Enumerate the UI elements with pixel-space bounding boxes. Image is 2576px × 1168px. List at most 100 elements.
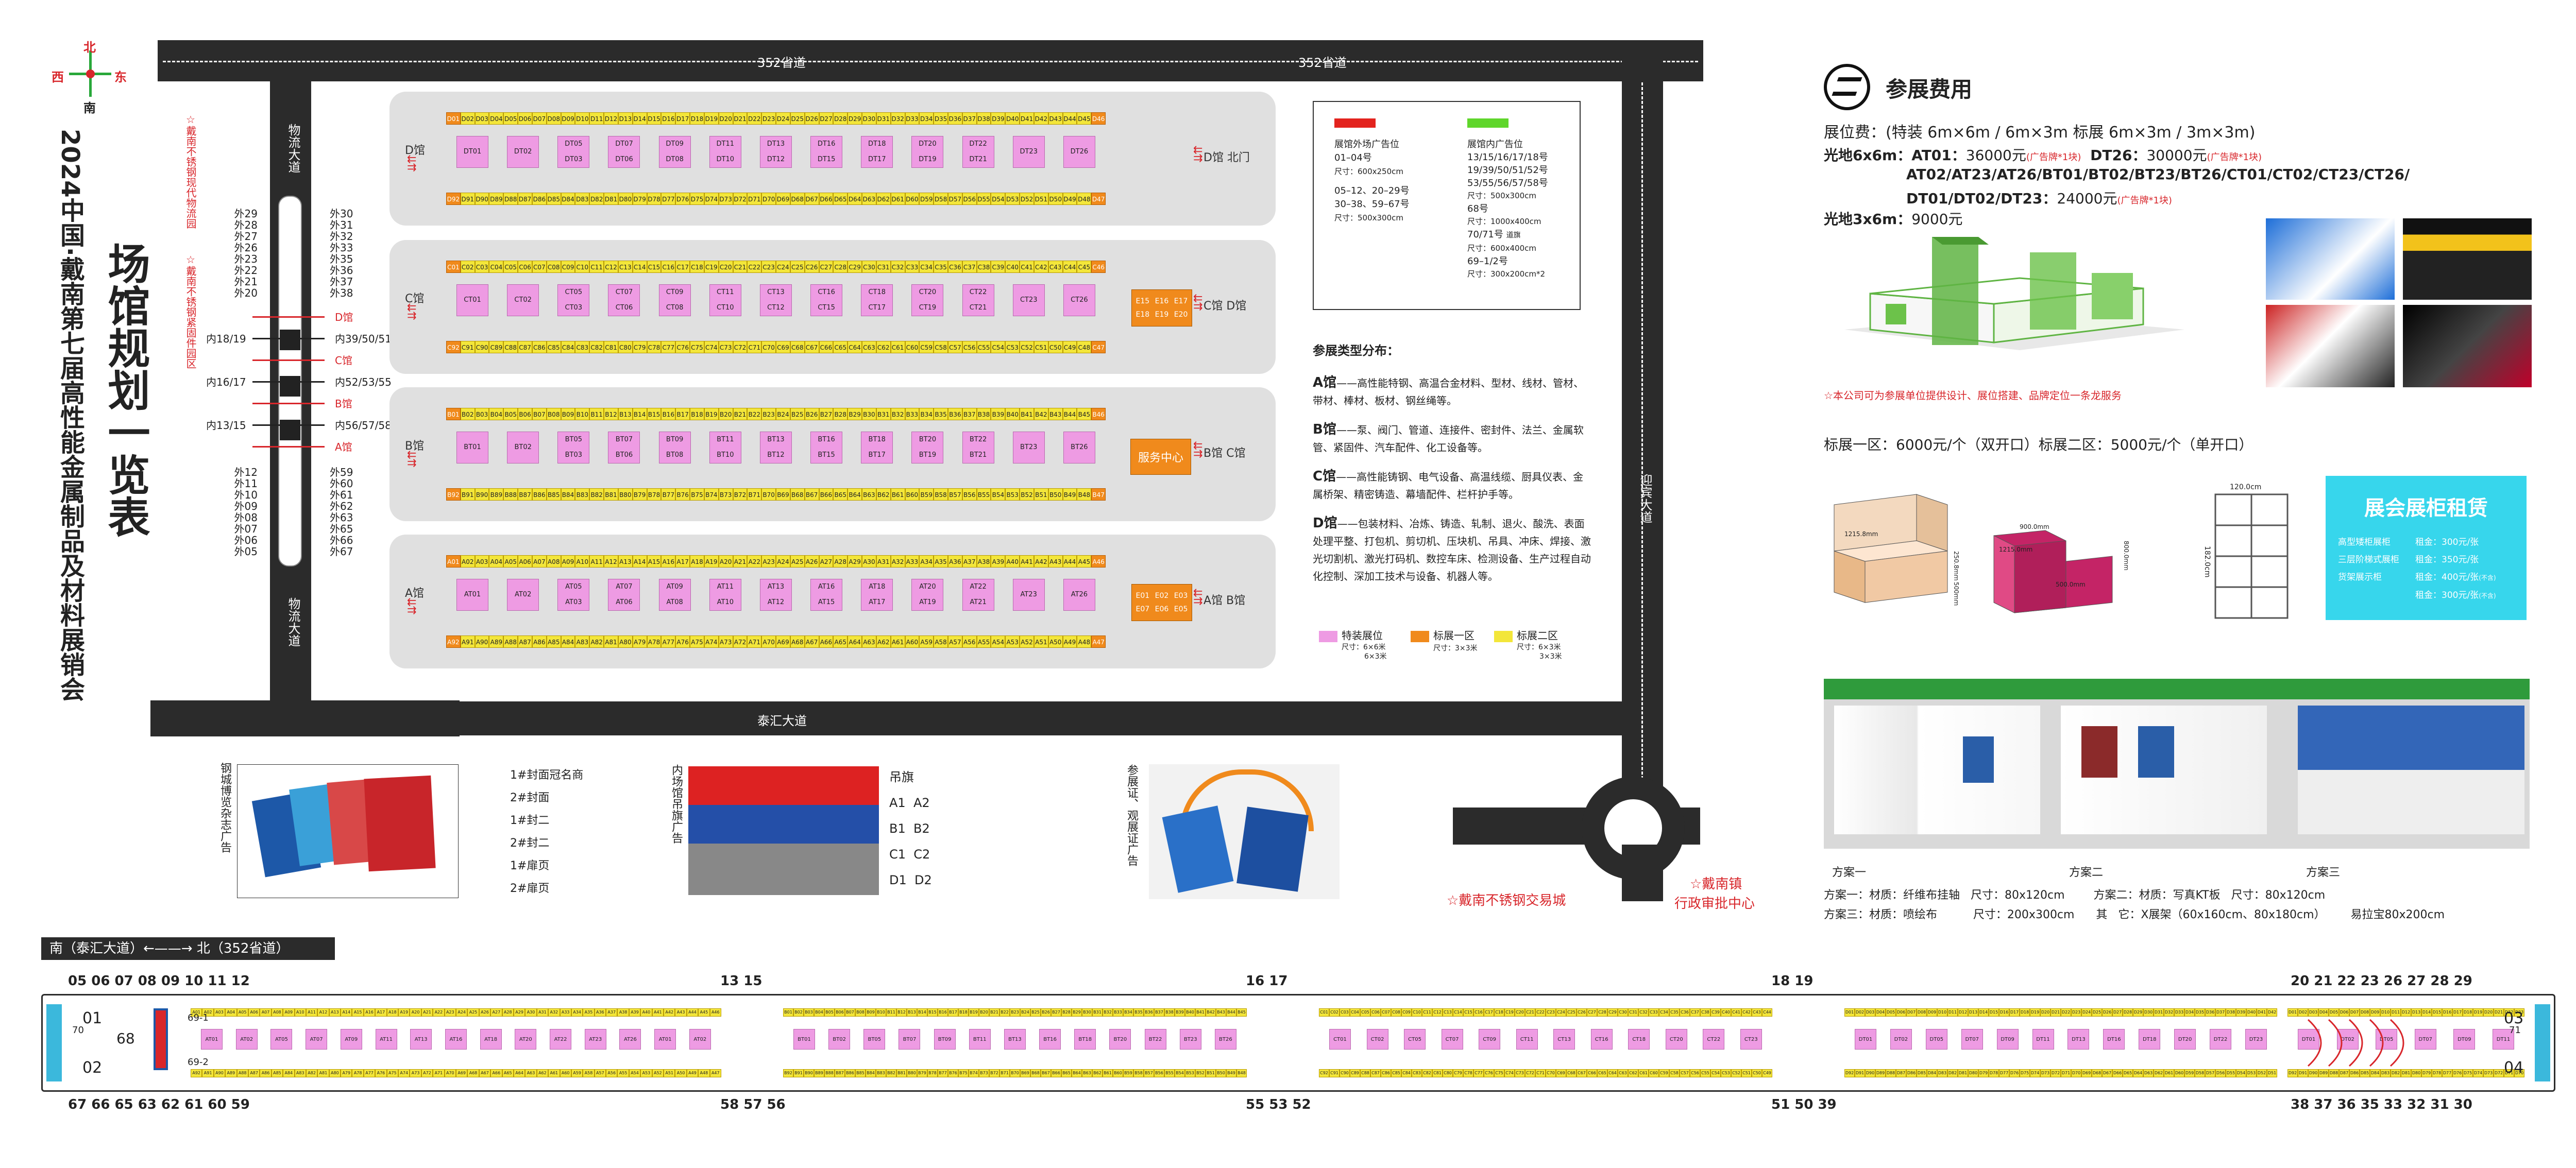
strip-booth: D54 [2236,1069,2246,1077]
booth: C50 [1048,341,1063,353]
strip-booth: C10 [1412,1008,1422,1017]
scheme-detail-1: 方案一：材质：纤维布挂轴 尺寸：80x120cm 方案二：材质：写真KT板 尺寸… [1824,889,2326,902]
category-c: C馆——高性能铸钢、电气设备、高温线缆、厨具仪表、金属桥架、精密铸造、幕墙配件、… [1313,468,1591,503]
booth: B08 [546,408,561,420]
strip-booth: B09 [866,1008,876,1017]
strip-booth: D16 [1999,1008,2009,1017]
page-title: 场馆规划一览表 [100,242,149,538]
special-booth-label: BT01 [464,443,481,451]
strip-booth: A42 [664,1008,675,1017]
booth: A35 [934,555,948,568]
strip-booth: C57 [1680,1069,1690,1077]
strip-booth: C70 [1546,1069,1556,1077]
furniture-dim-5: 1215.0mm [1999,546,2033,553]
special-booth-label: DT20 [919,140,937,148]
booth: D66 [819,193,834,205]
special-booth-label: AT15 [818,598,835,606]
strip-special-booth: BT22 [1144,1029,1166,1050]
green-legend: 展馆内广告位 13/15/16/17/18号 19/39/50/51/52号 5… [1467,138,1548,281]
special-booth-label: DT07 [615,140,633,148]
booth: A38 [976,555,991,568]
strip-booth: C68 [1566,1069,1577,1077]
ad-right-4: 外33 [330,242,353,254]
strip-booth: C72 [1525,1069,1535,1077]
booth: A20 [718,555,733,568]
booth: D15 [647,112,662,125]
furniture-dim-8: 120.0cm [2230,483,2262,491]
booth: D75 [690,193,704,205]
booth: B81 [604,488,618,501]
furniture-dim-1: 1215.8mm [1844,530,1878,538]
booth: A74 [704,635,719,648]
special-booth-label: CT13 [767,288,785,296]
booth: D25 [790,112,805,125]
special-booth-label: CT20 [919,288,937,296]
booth: A72 [733,635,748,648]
ad-right-1: 外30 [330,208,353,220]
strip-booth: B19 [969,1008,979,1017]
strip-booth: D74 [2473,1069,2483,1077]
strip-special-booth: CT13 [1553,1029,1575,1050]
booth: D32 [890,112,905,125]
booth: D50 [1048,193,1063,205]
strip-booth: D07 [2349,1008,2360,1017]
strip-booth: D31 [2154,1008,2164,1017]
strip-booth: C08 [1391,1008,1401,1017]
booth-photo-2 [2403,218,2532,300]
strip-booth: D78 [1989,1069,1999,1077]
booth: A54 [991,635,1006,648]
booth: C05 [503,261,518,273]
strip-booth: D22 [2061,1008,2071,1017]
category-a-text: ——高性能特钢、高温合金材料、型材、线材、管材、带材、棒材、板材、钢丝绳等。 [1313,377,1584,407]
category-section: 参展类型分布： A馆——高性能特钢、高温合金材料、型材、线材、管材、带材、棒材、… [1313,342,1591,585]
furniture-dim-4: 900.0mm [2020,523,2049,530]
booth: C92 [446,341,461,353]
strip-booth: D26 [2102,1008,2112,1017]
strip-booth: C11 [1422,1008,1432,1017]
strip-booth: C89 [1350,1069,1360,1077]
strip-booth: C15 [1463,1008,1473,1017]
scheme-panel-3 [2298,706,2524,834]
scheme-detail-2: 方案三：材质：喷绘布 尺寸：200x300cm 其 它：X展架（60x160cm… [1824,908,2445,921]
booth: D68 [790,193,805,205]
ad-left-2: 外28 [234,219,258,231]
strip-booth: D38 [2226,1008,2236,1017]
flag-c2: C2 [913,847,930,862]
strip-booth: B91 [793,1069,804,1077]
road-yingbin-dash [1641,82,1643,793]
special-booth-label: AT18 [869,583,886,591]
strip-booth: C58 [1669,1069,1680,1077]
booth: C91 [460,341,475,353]
strip-booth: B49 [1226,1069,1236,1077]
special-booth-label: BT18 [868,436,886,443]
strip-booth: B35 [1133,1008,1144,1017]
strip-booth: D84 [1927,1069,1937,1077]
strip-booth: B03 [804,1008,814,1017]
strip-booth: D28 [2123,1008,2133,1017]
booth: C24 [776,261,790,273]
booth: D74 [704,193,719,205]
booth: A86 [532,635,547,648]
strip-booth: B06 [835,1008,845,1017]
special-booth-label: DT11 [716,140,735,148]
special-booth-label: AT17 [869,598,886,606]
strip-booth: C92 [1319,1069,1329,1077]
mag-4: 2#封二 [510,837,550,850]
strip-special-booth: BT02 [828,1029,851,1050]
booth: C19 [704,261,719,273]
booth: C78 [647,341,662,353]
strip-booth: C88 [1360,1069,1370,1077]
booth: B17 [675,408,690,420]
strip-booth: A72 [421,1069,433,1077]
booth: A56 [962,635,977,648]
strip-booth: C01 [1319,1008,1329,1017]
